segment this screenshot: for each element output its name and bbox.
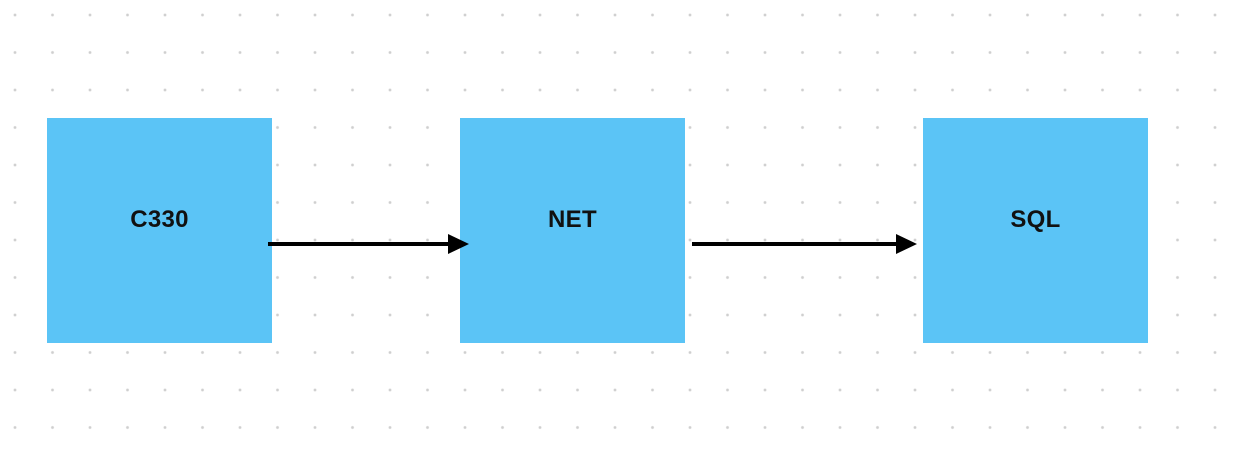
edge-net-to-sql[interactable] [692,234,917,254]
node-label-sql: SQL [1010,205,1061,233]
arrowhead-icon [896,234,917,254]
node-label-net: NET [548,205,597,233]
node-c330[interactable]: C330 [47,118,272,343]
node-net[interactable]: NET [460,118,685,343]
node-sql[interactable]: SQL [923,118,1148,343]
edge-c330-to-net[interactable] [268,234,469,254]
node-label-c330: C330 [130,205,189,233]
